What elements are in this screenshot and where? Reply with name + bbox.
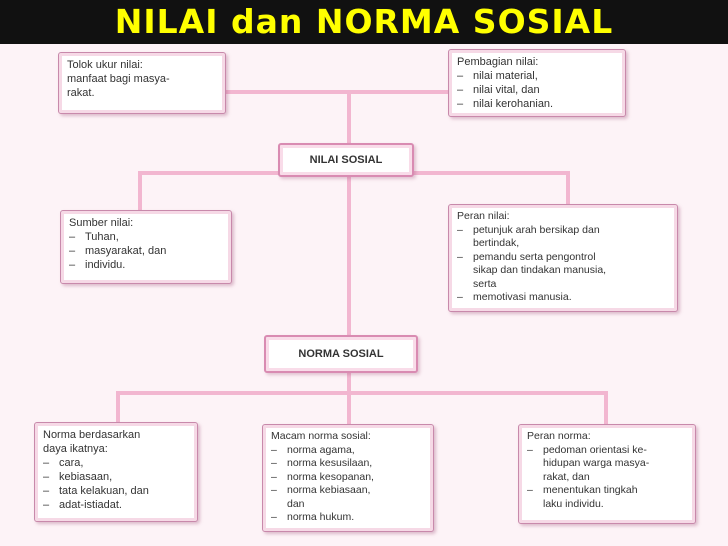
list-item: norma kesopanan,	[271, 471, 425, 485]
list-item: Tuhan,	[69, 230, 223, 244]
tolok-ukur-box: Tolok ukur nilai: manfaat bagi masya- ra…	[58, 52, 226, 114]
list-item: masyarakat, dan	[69, 244, 223, 258]
list-item: memotivasi manusia.	[457, 291, 669, 305]
peran-nilai-heading: Peran nilai:	[457, 210, 510, 222]
daya-ikat-box: Norma berdasarkan daya ikatnya: cara, ke…	[34, 422, 198, 522]
pembagian-nilai-box: Pembagian nilai: nilai material, nilai v…	[448, 49, 626, 117]
peran-norma-heading: Peran norma:	[527, 430, 591, 442]
sumber-nilai-box: Sumber nilai: Tuhan, masyarakat, dan ind…	[60, 210, 232, 284]
list-item: nilai vital, dan	[457, 83, 617, 97]
daya-ikat-heading: daya ikatnya:	[43, 443, 108, 455]
sumber-nilai-heading: Sumber nilai:	[69, 217, 134, 229]
list-item: menentukan tingkah	[527, 484, 687, 498]
daya-ikat-heading: Norma berdasarkan	[43, 429, 141, 441]
list-item: adat-istiadat.	[43, 498, 189, 512]
macam-norma-box: Macam norma sosial: norma agama, norma k…	[262, 424, 434, 532]
list-item: norma kesusilaan,	[271, 457, 425, 471]
norma-sosial-node: NORMA SOSIAL	[264, 335, 418, 373]
list-item-continuation: sikap dan tindakan manusia,	[473, 264, 607, 276]
list-item: nilai kerohanian.	[457, 97, 617, 111]
list-item: norma agama,	[271, 444, 425, 458]
list-item: nilai material,	[457, 69, 617, 83]
macam-norma-heading: Macam norma sosial:	[271, 430, 371, 442]
tolok-ukur-line: rakat.	[67, 87, 95, 99]
list-item-continuation: dan	[287, 497, 305, 510]
list-item: norma hukum.	[271, 511, 425, 525]
norma-sosial-label: NORMA SOSIAL	[298, 348, 384, 360]
page-title: NILAI dan NORMA SOSIAL	[114, 2, 614, 41]
list-item-continuation: bertindak,	[473, 237, 520, 249]
list-item-continuation: rakat, dan	[543, 470, 590, 483]
list-item: petunjuk arah bersikap dan	[457, 224, 669, 238]
peran-norma-box: Peran norma: pedoman orientasi ke- hidup…	[518, 424, 696, 524]
peran-nilai-box: Peran nilai: petunjuk arah bersikap dan …	[448, 204, 678, 312]
list-item-continuation: laku individu.	[543, 497, 604, 510]
list-item: tata kelakuan, dan	[43, 484, 189, 498]
nilai-sosial-label: NILAI SOSIAL	[309, 154, 383, 166]
tolok-ukur-line: manfaat bagi masya-	[67, 73, 170, 85]
title-bar	[0, 0, 728, 44]
nilai-sosial-node: NILAI SOSIAL	[278, 143, 414, 177]
pembagian-nilai-heading: Pembagian nilai:	[457, 56, 539, 68]
tolok-ukur-line: Tolok ukur nilai:	[67, 59, 143, 71]
list-item-continuation: serta	[473, 277, 497, 290]
list-item: kebiasaan,	[43, 470, 189, 484]
list-item-continuation: hidupan warga masya-	[543, 457, 650, 469]
list-item: norma kebiasaan,	[271, 484, 425, 498]
list-item: cara,	[43, 456, 189, 470]
list-item: pemandu serta pengontrol	[457, 251, 669, 265]
list-item: pedoman orientasi ke-	[527, 444, 687, 458]
list-item: individu.	[69, 258, 223, 272]
